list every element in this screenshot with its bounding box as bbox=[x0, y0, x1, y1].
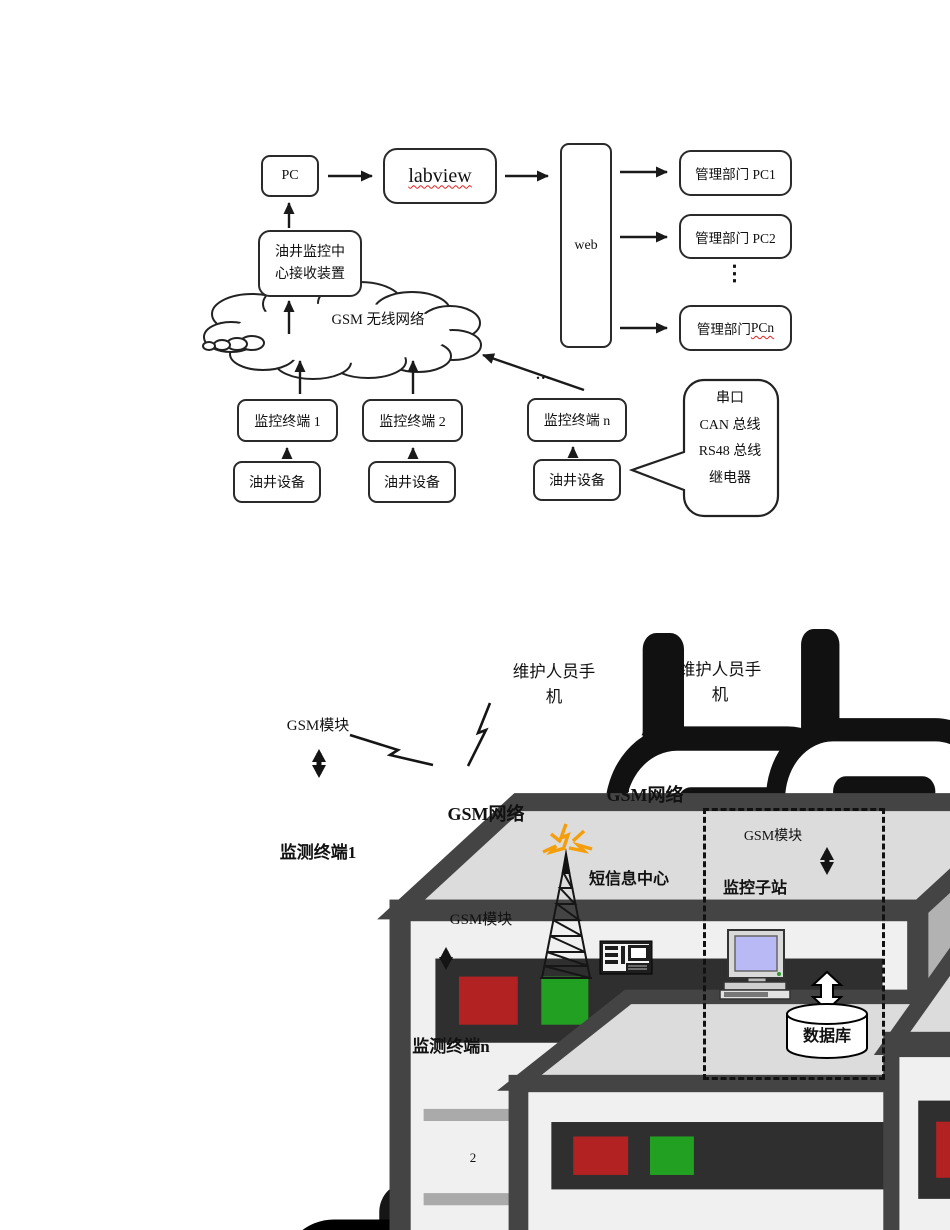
callout-line: 继电器 bbox=[709, 470, 751, 486]
node-device1: 油井设备 bbox=[233, 461, 321, 503]
sms-center-label: 短信息中心 bbox=[588, 871, 669, 888]
node-dept-pcn: 管理部门 PCn bbox=[679, 305, 792, 351]
node-device-n: 油井设备 bbox=[533, 459, 621, 501]
terminal-n-label: 监测终端n bbox=[412, 1037, 490, 1056]
horizontal-ellipsis: ... bbox=[536, 367, 552, 383]
database-label: 数据库 bbox=[802, 1028, 851, 1045]
node-pc: PC bbox=[261, 155, 319, 197]
node-terminal1: 监控终端 1 bbox=[237, 399, 338, 442]
callout-line: CAN 总线 bbox=[699, 417, 761, 433]
database-cylinder-icon bbox=[786, 1003, 868, 1059]
bottom-diagram-art bbox=[289, 629, 950, 1230]
substation-dashed-box bbox=[703, 808, 885, 1080]
node-terminal-n: 监控终端 n bbox=[527, 398, 627, 442]
node-device2: 油井设备 bbox=[368, 461, 456, 503]
cloud-right-label: GSM网络 bbox=[606, 785, 684, 805]
callout-line: 串口 bbox=[716, 391, 744, 406]
phone2-label: 维护人员手机 bbox=[678, 660, 762, 704]
lightning-bolt-icon bbox=[349, 733, 434, 767]
terminal1-label: 监测终端1 bbox=[279, 843, 357, 862]
callout-line: RS48 总线 bbox=[698, 444, 762, 459]
radio-spark-icon bbox=[542, 823, 593, 856]
cloud-label: GSM 无线网络 bbox=[331, 312, 425, 328]
vertical-ellipsis: ⋮ bbox=[724, 261, 745, 285]
sms-modem-icon bbox=[599, 940, 653, 975]
gsm-module2-label: GSM模块 bbox=[449, 912, 513, 928]
node-labview: labview bbox=[383, 148, 497, 204]
top-diagram-art bbox=[202, 166, 780, 518]
lightning-bolt-icon bbox=[466, 702, 492, 767]
arrow-terminaln-to-cloud bbox=[482, 353, 585, 392]
node-receiver: 油井监控中心接收装置 bbox=[258, 230, 362, 297]
node-web: web bbox=[560, 143, 612, 348]
speech-bubble-icon bbox=[628, 378, 780, 518]
node-dept-pc2: 管理部门 PC2 bbox=[679, 214, 792, 259]
page-number: 2 bbox=[469, 1150, 477, 1165]
node-dept-pc1: 管理部门 PC1 bbox=[679, 150, 792, 196]
phone1-label: 维护人员手机 bbox=[512, 662, 596, 706]
antenna-tower-icon bbox=[540, 848, 592, 979]
gsm-module1-label: GSM模块 bbox=[286, 718, 350, 734]
gsm-module3-label: GSM模块 bbox=[743, 829, 803, 844]
callout-bus-list: 串口 CAN 总线 RS48 总线 继电器 bbox=[688, 390, 772, 496]
cloud-left-label: GSM网络 bbox=[447, 804, 525, 824]
node-terminal2: 监控终端 2 bbox=[362, 399, 463, 442]
substation-label: 监控子站 bbox=[722, 880, 787, 897]
desktop-computer-icon bbox=[719, 929, 791, 1000]
